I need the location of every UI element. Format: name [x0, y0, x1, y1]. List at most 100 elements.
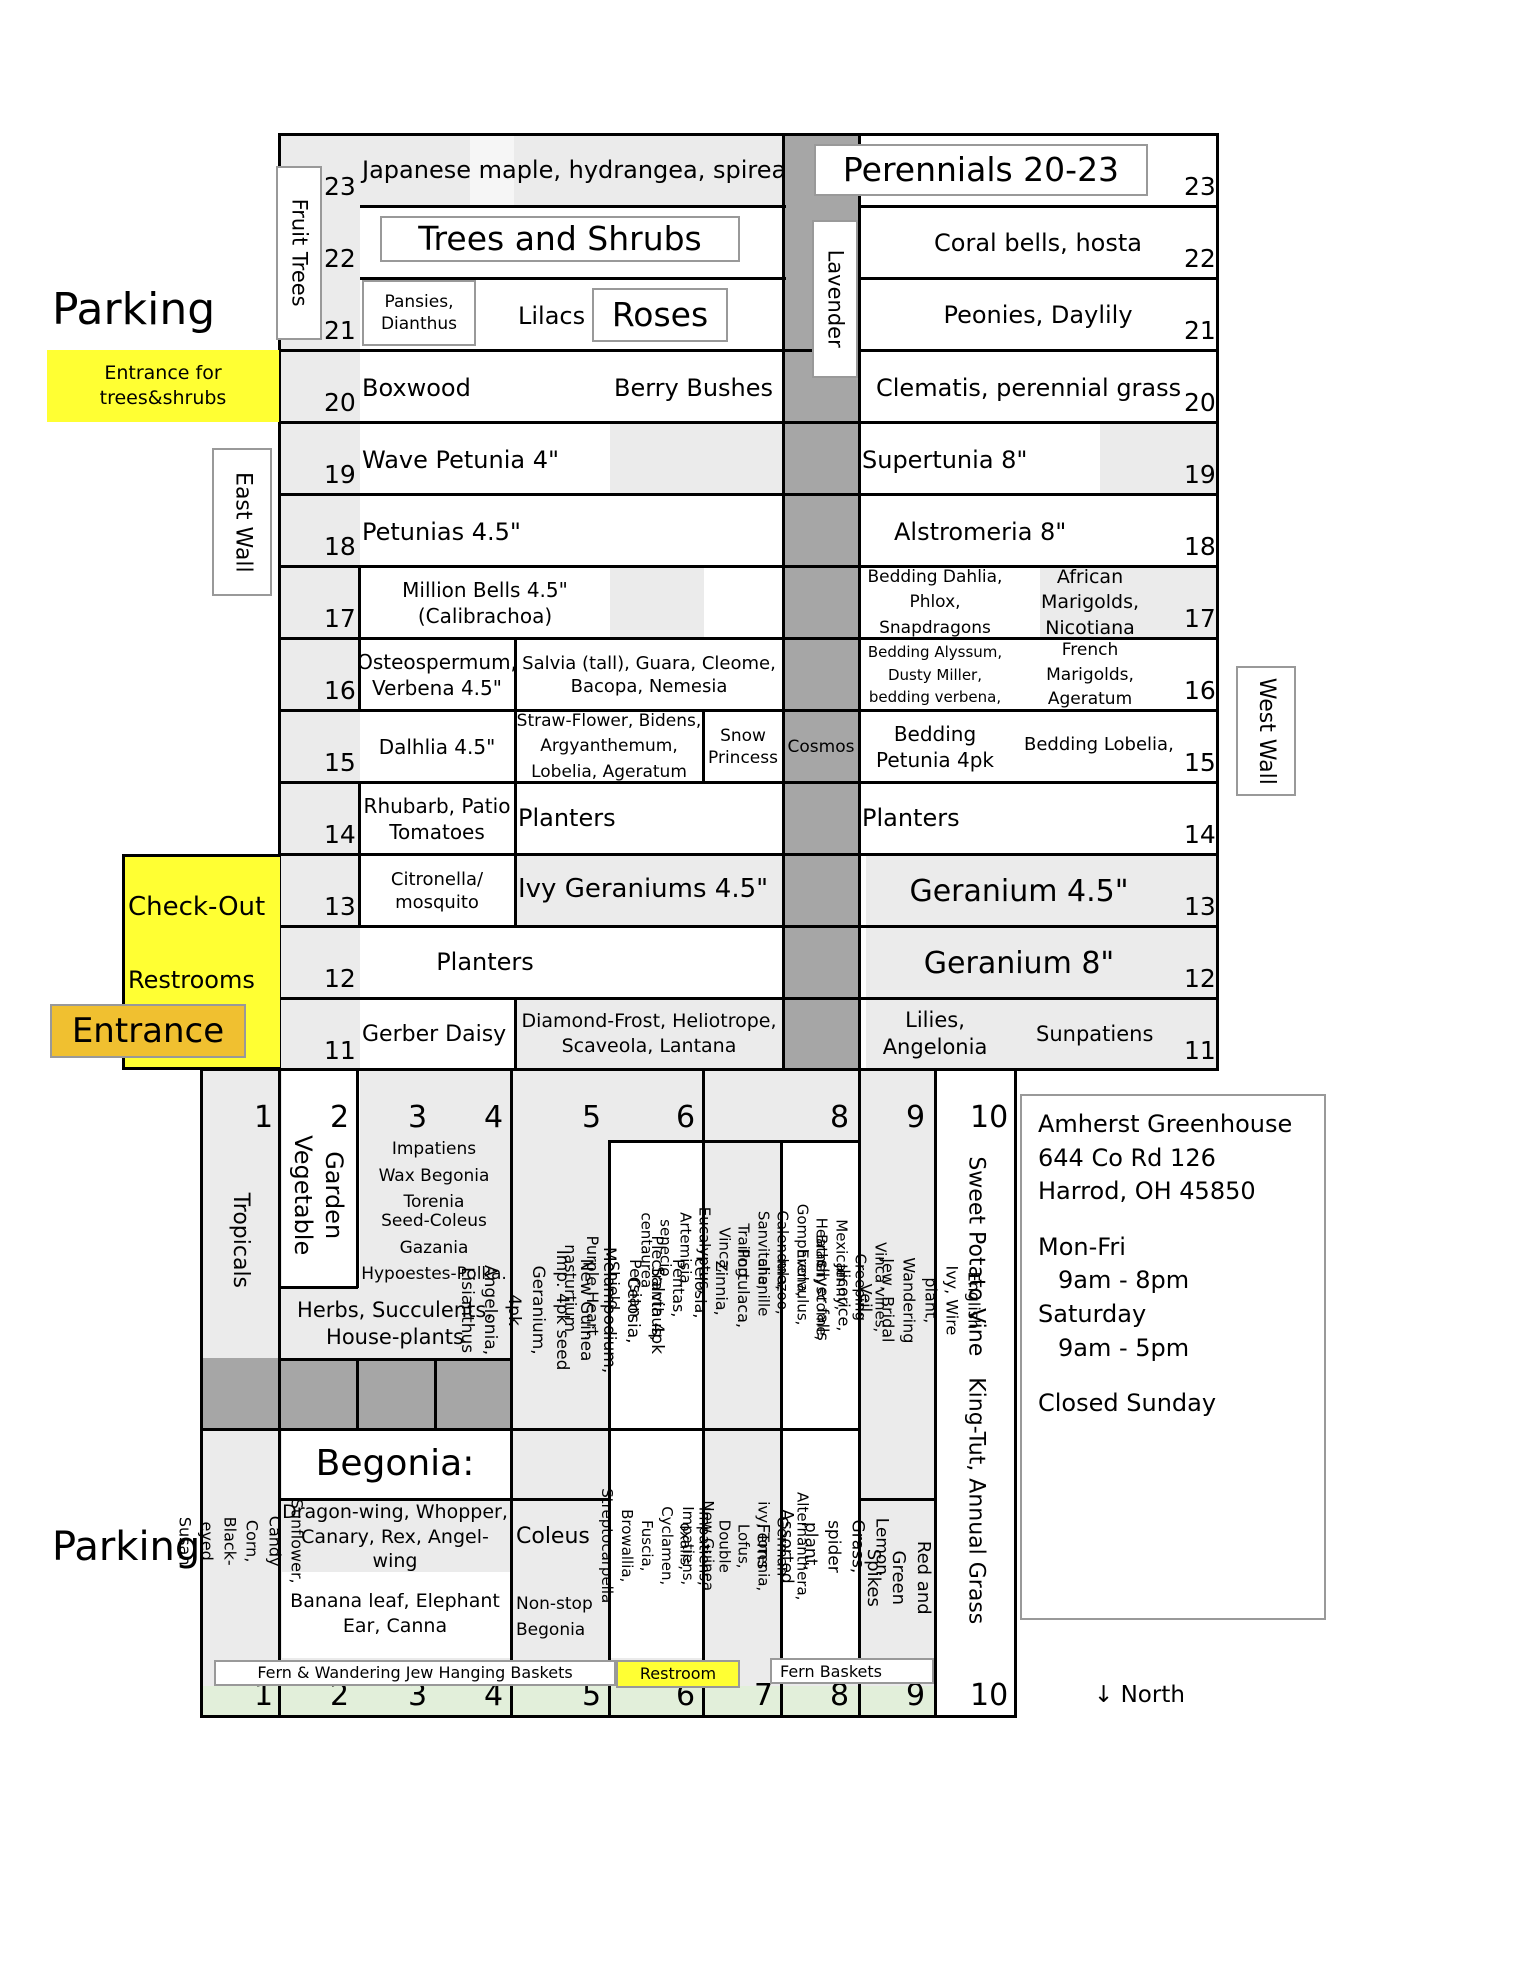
seed-coleus-cell: Seed-Coleus Gazania Hypoestes-Polka.	[361, 1211, 507, 1285]
english-ivy-cell: English Ivy, Wire plant, Wandering Jew, …	[813, 1256, 984, 1344]
row-line	[278, 565, 1219, 568]
west-wall-label: West Wall	[1236, 666, 1296, 796]
right-shade-r13	[866, 856, 1218, 928]
r23-left: Japanese maple, hydrangea, spirea	[362, 156, 787, 184]
salvia-tall-cell: Salvia (tall), Guara, Cleome, Bacopa, Ne…	[522, 652, 776, 697]
col-line	[356, 1358, 359, 1430]
bottom-row-line	[278, 1286, 358, 1289]
row-line	[278, 925, 1219, 928]
row-number-right: 19	[1184, 460, 1216, 489]
r20-right: Clematis, perennial grass	[876, 374, 1182, 402]
col-line	[934, 1068, 937, 1717]
french-cell: French Marigolds, Ageratum	[1046, 640, 1134, 710]
snow-cell: Snow Princess	[708, 725, 778, 768]
aisle-line	[782, 133, 785, 1071]
row-number-left: 21	[324, 316, 356, 345]
mid-shade-r13	[516, 856, 786, 928]
row-line	[360, 205, 786, 208]
parking-bottom-label: Parking	[52, 1524, 201, 1570]
lilies-cell: Lilies, Angelonia	[882, 1007, 988, 1059]
boxwood-cell: Boxwood	[362, 374, 471, 402]
row-number-left: 14	[324, 820, 356, 849]
restroom-band: Restroom	[616, 1660, 740, 1688]
row-line	[278, 637, 1219, 640]
grid-right-edge	[1216, 133, 1219, 1071]
african-cell: African Marigolds, Nicotiana	[1040, 568, 1140, 638]
cell-divider	[514, 637, 517, 927]
cell-divider	[782, 709, 785, 781]
north-label: ↓ North	[1094, 1682, 1185, 1708]
row-number-left: 11	[324, 1036, 356, 1065]
bottom-row-line	[610, 1140, 780, 1143]
bottom-fill-col7b	[704, 1430, 782, 1658]
east-wall-label: East Wall	[212, 448, 272, 596]
alyssum-cell: Bedding Alyssum, Dusty Miller, bedding v…	[867, 643, 1003, 707]
bottom-number-row	[202, 1686, 936, 1716]
bottom-fill-herbs	[280, 1288, 512, 1358]
shade-r23b	[470, 134, 514, 206]
row-number-left: 18	[324, 532, 356, 561]
info-weekday-hours: 9am - 8pm	[1058, 1266, 1190, 1295]
mid-shade-r11	[516, 1000, 786, 1070]
million-cell: Million Bells 4.5" (Calibrachoa)	[402, 578, 568, 628]
osteo-cell: Osteospermum, Verbena 4.5"	[357, 650, 517, 700]
info-name: Amherst Greenhouse	[1038, 1110, 1293, 1138]
straw-cell: Straw-Flower, Bidens, Argyanthemum, Lobe…	[516, 712, 702, 782]
cell-divider	[514, 997, 517, 1069]
pansies-cell: Pansies, Dianthus	[362, 280, 476, 346]
entrance-button[interactable]: Entrance	[50, 1004, 246, 1058]
column-number-top: 1	[254, 1100, 274, 1135]
column-number-bottom: 5	[582, 1678, 602, 1713]
row-line	[278, 493, 1219, 496]
row-number-left: 16	[324, 676, 356, 705]
row-line	[1016, 1068, 1219, 1071]
herbs-cell: Herbs, Succulents, House-plants	[297, 1297, 493, 1349]
row-number-left: 22	[324, 244, 356, 273]
bottom-fill-col34	[360, 1070, 512, 1288]
citronella-cell: Citronella/ mosquito	[390, 868, 484, 913]
roses-title: Roses	[592, 288, 728, 342]
column-number-bottom: 7	[754, 1678, 774, 1713]
column-number-bottom: 2	[330, 1678, 350, 1713]
column-number-top: 10	[970, 1100, 1009, 1135]
right-shade-r19	[1100, 424, 1218, 496]
column-number-top: 9	[906, 1100, 926, 1135]
info-address2: Harrod, OH 45850	[1038, 1177, 1256, 1206]
impatiens-cell: Impatiens Wax Begonia Torenia	[378, 1139, 490, 1213]
col-line	[702, 1068, 705, 1717]
bottom-fill-col6	[610, 1070, 704, 1142]
column-number-bottom: 9	[906, 1678, 926, 1713]
bottom-row-line	[200, 1428, 858, 1431]
right-shade-r12	[866, 928, 1218, 1000]
bottom-row-line	[780, 1140, 860, 1143]
row-number-right: 13	[1184, 892, 1216, 921]
row-number-left: 17	[324, 604, 356, 633]
row-line	[278, 997, 1219, 1000]
mid-shade-r19	[610, 424, 786, 496]
info-saturday-hours: 9am - 5pm	[1058, 1333, 1190, 1362]
perennials-title: Perennials 20-23	[814, 144, 1148, 196]
info-box: Amherst Greenhouse 644 Co Rd 126 Harrod,…	[1020, 1094, 1326, 1620]
lemon-cell: Lemon Grass, spider plant, Assorted Fern…	[752, 1508, 892, 1584]
row-number-right: 20	[1184, 388, 1216, 417]
bottom-fill-col9b	[860, 1430, 936, 1658]
row-number-right: 23	[1184, 172, 1216, 201]
begonia-title: Begonia:	[315, 1442, 475, 1484]
sunflower-cell: Sunflower, Candy Corn, Black-eyed Susan	[175, 1498, 307, 1584]
row-number-right: 14	[1184, 820, 1216, 849]
ivy-ger-cell: Ivy Geraniums 4.5"	[518, 874, 769, 904]
sunpatiens-cell: Sunpatiens	[1036, 1022, 1154, 1046]
wave-cell: Wave Petunia 4"	[362, 446, 560, 474]
berry-cell: Berry Bushes	[614, 374, 774, 402]
column-number-bottom: 4	[484, 1678, 504, 1713]
row-number-left: 12	[324, 964, 356, 993]
info-address1: 644 Co Rd 126	[1038, 1143, 1216, 1172]
mid-shade-r17	[610, 568, 704, 640]
sweet-potato-cell: Sweet Potato Vine King-Tut, Annual Grass	[963, 1156, 989, 1624]
row-number-right: 21	[1184, 316, 1216, 345]
ger8-cell: Geranium 8"	[923, 945, 1115, 981]
lilacs-cell: Lilacs	[518, 302, 586, 330]
row-number-left: 20	[324, 388, 356, 417]
ger45-cell: Geranium 4.5"	[909, 873, 1129, 909]
aisle-line	[858, 133, 861, 1071]
